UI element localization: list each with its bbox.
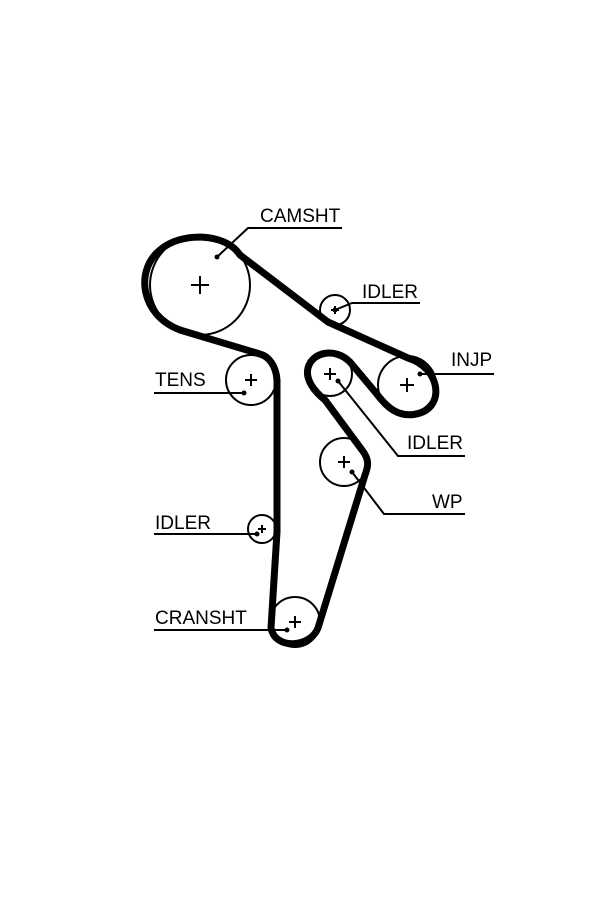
- camshaft-pulley: [149, 234, 251, 336]
- label-idler-top: IDLER: [362, 282, 418, 303]
- label-camsht: CAMSHT: [260, 206, 341, 227]
- crankshaft-pulley: [269, 596, 321, 648]
- idler-pulley-lower: [247, 514, 277, 544]
- label-wp: WP: [432, 492, 463, 513]
- label-injp: INJP: [451, 350, 492, 371]
- leader-wp: [351, 471, 465, 515]
- label-tens: TENS: [155, 370, 206, 391]
- label-idler-low: IDLER: [155, 513, 211, 534]
- leader-idler-mid: [337, 380, 465, 457]
- tensioner-pulley: [225, 354, 277, 406]
- leader-idler-top: [334, 302, 420, 311]
- label-cransht: CRANSHT: [155, 608, 247, 629]
- leader-camsht: [216, 227, 342, 258]
- label-idler-mid: IDLER: [407, 433, 463, 454]
- injection-pump-pulley: [377, 355, 437, 415]
- idler-pulley-middle: [307, 351, 353, 397]
- leader-lines: [154, 227, 494, 631]
- leader-dots: [214, 254, 423, 633]
- water-pump-pulley: [319, 437, 369, 487]
